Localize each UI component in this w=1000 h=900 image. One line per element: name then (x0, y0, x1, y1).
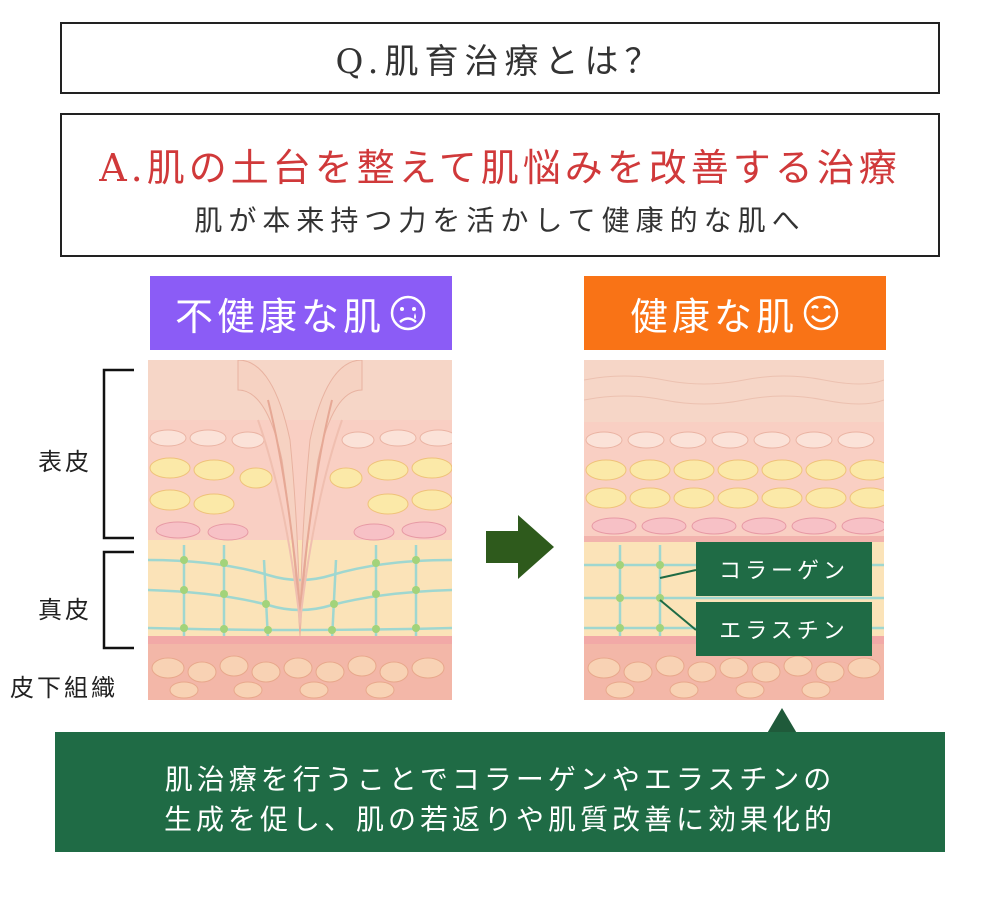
answer-headline: A.肌の土台を整えて肌悩みを改善する治療 (99, 146, 901, 190)
collagen-label-box: コラーゲン (696, 542, 872, 596)
summary-box: 肌治療を行うことでコラーゲンやエラスチンの 生成を促し、肌の若返りや肌質改善に効… (55, 732, 945, 852)
healthy-skin-badge: 健康な肌 (584, 276, 886, 350)
unhealthy-skin-label: 不健康な肌 (174, 294, 385, 339)
layer-brackets (102, 368, 134, 650)
epidermis-label: 表皮 (38, 448, 92, 476)
epidermis-cells (585, 431, 884, 535)
subcutis-fat (587, 655, 881, 699)
dermis-label: 真皮 (38, 596, 92, 624)
answer-box: A.肌の土台を整えて肌悩みを改善する治療 肌が本来持つ力を活かして健康的な肌へ (60, 113, 940, 257)
smiley-face-icon (803, 295, 839, 331)
subcutis-label: 皮下組織 (10, 674, 118, 702)
answer-subline: 肌が本来持つ力を活かして健康的な肌へ (194, 204, 806, 237)
elastin-label-box: エラスチン (696, 602, 872, 656)
collagen-label: コラーゲン (718, 559, 849, 584)
summary-line-1: 肌治療を行うことでコラーゲンやエラスチンの (164, 763, 836, 796)
unhealthy-skin-badge: 不健康な肌 (150, 276, 452, 350)
question-title: Q.肌育治療とは？ (335, 41, 665, 82)
sad-face-icon (390, 295, 426, 331)
epidermis-cells (149, 429, 452, 541)
right-arrow-icon (486, 515, 554, 579)
elastin-label: エラスチン (719, 619, 849, 644)
summary-line-2: 生成を促し、肌の若返りや肌質改善に効果化的 (163, 803, 836, 836)
subcutis-fat (151, 655, 445, 699)
question-box: Q.肌育治療とは？ (60, 22, 940, 94)
dermis-fiber-nodes (616, 561, 664, 632)
healthy-skin-label: 健康な肌 (629, 294, 798, 339)
unhealthy-skin-cross-section (148, 360, 452, 700)
dermis-fiber-nodes (180, 556, 420, 634)
fiber-pointer-lines (659, 569, 697, 631)
